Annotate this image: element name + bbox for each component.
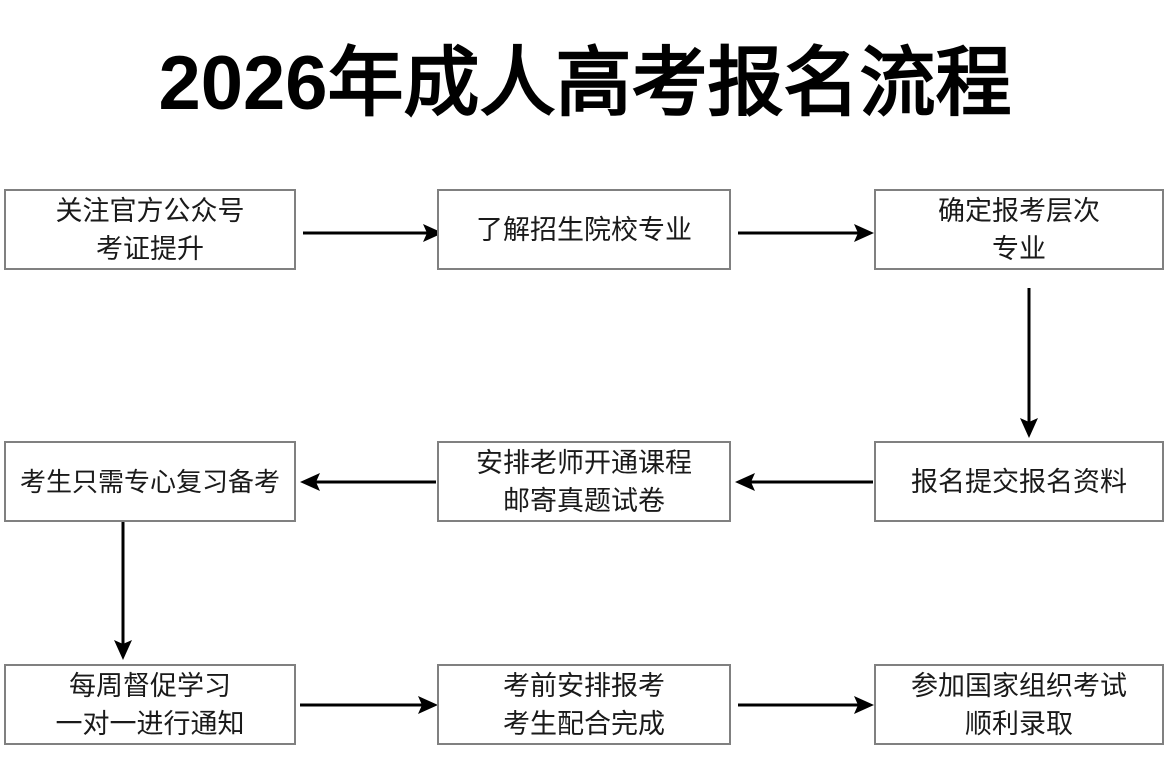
flow-node-line: 确定报考层次 bbox=[938, 195, 1100, 226]
flow-node-line: 邮寄真题试卷 bbox=[503, 485, 665, 516]
flow-node-line: 每周督促学习 bbox=[69, 670, 231, 701]
arrow-node3-to-node6 bbox=[1018, 288, 1040, 438]
flow-node-teacher-opens-course[interactable]: 安排老师开通课程 邮寄真题试卷 bbox=[437, 441, 731, 522]
flow-node-line: 安排老师开通课程 bbox=[476, 447, 692, 478]
arrow-node7-to-node8 bbox=[300, 694, 438, 716]
flow-node-line: 一对一进行通知 bbox=[55, 708, 245, 739]
page-title: 2026年成人高考报名流程 bbox=[158, 41, 1012, 126]
flow-node-line: 考生配合完成 bbox=[503, 708, 665, 739]
flow-node-line: 考前安排报考 bbox=[503, 670, 665, 701]
flow-node-weekly-study-supervision[interactable]: 每周督促学习 一对一进行通知 bbox=[4, 664, 296, 745]
flow-node-pre-exam-registration[interactable]: 考前安排报考 考生配合完成 bbox=[437, 664, 731, 745]
flow-node-take-national-exam[interactable]: 参加国家组织考试 顺利录取 bbox=[874, 664, 1164, 745]
flow-node-line: 报名提交报名资料 bbox=[911, 466, 1127, 497]
arrow-node2-to-node3 bbox=[738, 222, 874, 244]
flow-node-follow-official-account[interactable]: 关注官方公众号 考证提升 bbox=[4, 189, 296, 270]
flow-node-line: 考证提升 bbox=[96, 233, 204, 264]
arrow-node8-to-node9 bbox=[738, 694, 874, 716]
flow-node-confirm-level-major[interactable]: 确定报考层次 专业 bbox=[874, 189, 1164, 270]
arrow-node4-to-node7 bbox=[112, 522, 134, 660]
flow-node-line: 考生只需专心复习备考 bbox=[19, 466, 280, 497]
flow-node-focus-on-review[interactable]: 考生只需专心复习备考 bbox=[4, 441, 296, 522]
arrow-node5-to-node4 bbox=[300, 471, 436, 493]
arrow-node1-to-node2 bbox=[303, 222, 443, 244]
flow-node-submit-application-materials[interactable]: 报名提交报名资料 bbox=[874, 441, 1164, 522]
flow-node-line: 顺利录取 bbox=[965, 708, 1073, 739]
arrow-node6-to-node5 bbox=[735, 471, 873, 493]
flow-node-line: 专业 bbox=[992, 233, 1046, 264]
flow-node-line: 关注官方公众号 bbox=[55, 195, 245, 226]
flow-node-line: 参加国家组织考试 bbox=[911, 670, 1127, 701]
flow-node-learn-schools-majors[interactable]: 了解招生院校专业 bbox=[437, 189, 731, 270]
flow-node-line: 了解招生院校专业 bbox=[476, 214, 692, 245]
